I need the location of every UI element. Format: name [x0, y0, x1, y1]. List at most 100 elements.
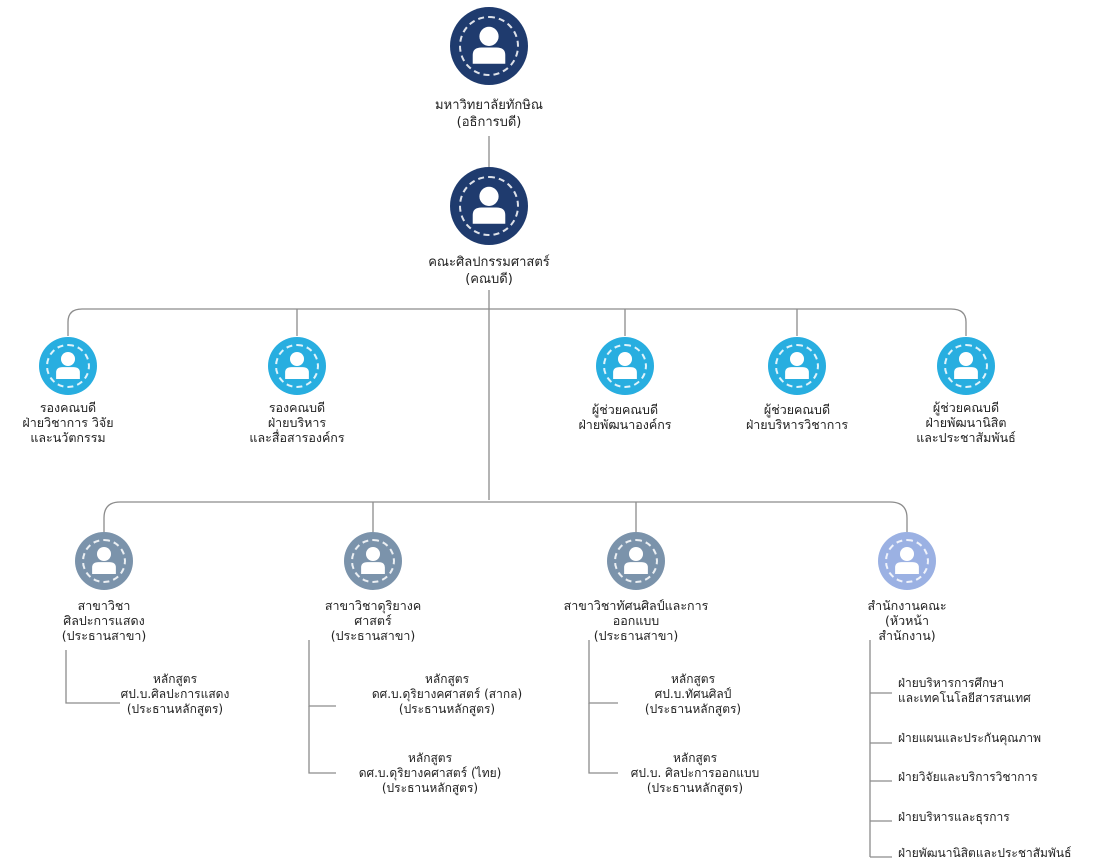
department-avatar	[346, 534, 400, 588]
connector-line	[308, 706, 336, 774]
deputy-administration-title: รองคณบดี ฝ่ายบริหาร และสื่อสารองค์กร	[249, 400, 344, 445]
person-icon	[472, 186, 506, 224]
office-title-line: (หัวหน้า	[885, 613, 929, 628]
person-icon	[92, 546, 116, 574]
deputy-title-line: รองคณบดี	[268, 400, 326, 415]
department-title-line: (ประธานสาขา)	[593, 628, 679, 643]
deputy-avatar	[270, 339, 324, 393]
deputy-title-line: ฝ่ายพัฒนานิสิต	[925, 415, 1007, 430]
program-line: ดศ.บ.ดุริยางคศาสตร์ (ไทย)	[358, 766, 502, 780]
person-icon	[56, 351, 80, 379]
office-avatar	[880, 534, 934, 588]
program-music-western: หลักสูตร ดศ.บ.ดุริยางคศาสตร์ (สากล) (ประ…	[372, 672, 522, 717]
program-line: (ประธานหลักสูตร)	[381, 781, 479, 795]
deputy-title-line: รองคณบดี	[39, 400, 97, 415]
department-title-line: สาขาวิชาดุริยางค	[324, 598, 422, 613]
unit-line: ฝ่ายพัฒนานิสิตและประชาสัมพันธ์	[898, 846, 1072, 860]
department-avatar	[609, 534, 663, 588]
unit-line: ฝ่ายแผนและประกันคุณภาพ	[898, 731, 1041, 745]
person-icon	[624, 546, 648, 574]
person-icon	[472, 26, 506, 64]
department-title-line: (ประธานสาขา)	[330, 628, 416, 643]
program-music-thai: หลักสูตร ดศ.บ.ดุริยางคศาสตร์ (ไทย) (ประธ…	[359, 751, 502, 796]
department-title-line: ออกแบบ	[612, 613, 660, 628]
avatar-ring	[46, 344, 90, 388]
person-icon	[785, 351, 809, 379]
avatar-ring	[885, 539, 929, 583]
deputy-avatar	[939, 339, 993, 393]
deputy-avatar	[41, 339, 95, 393]
dept-performing-arts-title: สาขาวิชา ศิลปะการแสดง (ประธานสาขา)	[62, 598, 147, 643]
person-icon	[954, 351, 978, 379]
deputy-avatar	[770, 339, 824, 393]
faculty-office-title: สำนักงานคณะ (หัวหน้า สำนักงาน)	[867, 598, 946, 643]
program-performing-arts: หลักสูตร ศป.บ.ศิลปะการแสดง (ประธานหลักสู…	[121, 672, 230, 717]
program-visual-arts: หลักสูตร ศป.บ.ทัศนศิลป์ (ประธานหลักสูตร)	[645, 672, 741, 717]
deputy-avatar	[598, 339, 652, 393]
dean-title-line: (คณบดี)	[465, 272, 513, 287]
avatar-ring	[275, 344, 319, 388]
deputy-title-line: และนวัตกรรม	[30, 430, 106, 445]
program-line: (ประธานหลักสูตร)	[644, 702, 742, 716]
office-unit-planning-qa: ฝ่ายแผนและประกันคุณภาพ	[898, 731, 1041, 746]
program-line: (ประธานหลักสูตร)	[398, 702, 496, 716]
program-line: หลักสูตร	[670, 672, 716, 686]
avatar-ring	[614, 539, 658, 583]
office-unit-education-it: ฝ่ายบริหารการศึกษา และเทคโนโลยีสารสนเทศ	[898, 676, 1031, 706]
department-title-line: สาขาวิชาทัศนศิลป์และการ	[563, 598, 709, 613]
deputy-title-line: และประชาสัมพันธ์	[916, 430, 1016, 445]
deputy-title-line: ฝ่ายบริหาร	[267, 415, 327, 430]
deputy-academic-research-title: รองคณบดี ฝ่ายวิชาการ วิจัย และนวัตกรรม	[22, 400, 113, 445]
department-title-line: ศาสตร์	[354, 613, 392, 628]
dean-title: คณะศิลปกรรมศาสตร์ (คณบดี)	[428, 254, 550, 288]
person-icon	[613, 351, 637, 379]
assistant-academic-admin-title: ผู้ช่วยคณบดี ฝ่ายบริหารวิชาการ	[746, 402, 848, 432]
deputy-title-line: ผู้ช่วยคณบดี	[763, 402, 831, 417]
unit-line: ฝ่ายบริหารการศึกษา	[898, 676, 1004, 690]
program-line: ศป.บ.ศิลปะการแสดง	[120, 687, 230, 701]
deputy-title-line: และสื่อสารองค์กร	[249, 430, 345, 445]
department-title-line: ศิลปะการแสดง	[63, 613, 145, 628]
office-unit-admin-general: ฝ่ายบริหารและธุรการ	[898, 810, 1010, 825]
unit-line: ฝ่ายบริหารและธุรการ	[898, 810, 1010, 824]
avatar-ring	[603, 344, 647, 388]
person-icon	[285, 351, 309, 379]
avatar-ring	[459, 176, 519, 236]
program-line: ศป.บ.ทัศนศิลป์	[654, 687, 732, 701]
program-line: หลักสูตร	[407, 751, 453, 765]
assistant-org-development-title: ผู้ช่วยคณบดี ฝ่ายพัฒนาองค์กร	[578, 402, 671, 432]
deputy-title-line: ฝ่ายวิชาการ วิจัย	[22, 415, 114, 430]
department-title-line: สาขาวิชา	[77, 598, 131, 613]
deputy-title-line: ฝ่ายพัฒนาองค์กร	[578, 417, 672, 432]
connector-line	[308, 640, 336, 707]
person-icon	[361, 546, 385, 574]
dean-avatar	[452, 169, 526, 243]
avatar-ring	[351, 539, 395, 583]
unit-line: และเทคโนโลยีสารสนเทศ	[898, 691, 1031, 705]
deputy-title-line: ผู้ช่วยคณบดี	[591, 402, 659, 417]
avatar-ring	[82, 539, 126, 583]
program-line: หลักสูตร	[672, 751, 718, 765]
avatar-ring	[775, 344, 819, 388]
dept-visual-arts-design-title: สาขาวิชาทัศนศิลป์และการ ออกแบบ (ประธานสา…	[564, 598, 709, 643]
connector-line	[67, 308, 967, 336]
program-line: หลักสูตร	[152, 672, 198, 686]
program-line: ดศ.บ.ดุริยางคศาสตร์ (สากล)	[371, 687, 523, 701]
dept-music-title: สาขาวิชาดุริยางค ศาสตร์ (ประธานสาขา)	[325, 598, 421, 643]
avatar-ring	[459, 16, 519, 76]
office-unit-research-service: ฝ่ายวิจัยและบริการวิชาการ	[898, 770, 1038, 785]
department-avatar	[77, 534, 131, 588]
department-title-line: (ประธานสาขา)	[61, 628, 147, 643]
assistant-student-pr-title: ผู้ช่วยคณบดี ฝ่ายพัฒนานิสิต และประชาสัมพ…	[916, 400, 1016, 445]
president-title: มหาวิทยาลัยทักษิณ (อธิการบดี)	[435, 97, 543, 131]
president-avatar	[452, 9, 526, 83]
deputy-title-line: ฝ่ายบริหารวิชาการ	[745, 417, 849, 432]
person-icon	[895, 546, 919, 574]
office-title-line: สำนักงานคณะ	[867, 598, 947, 613]
unit-line: ฝ่ายวิจัยและบริการวิชาการ	[898, 770, 1038, 784]
program-design: หลักสูตร ศป.บ. ศิลปะการออกแบบ (ประธานหลั…	[631, 751, 759, 796]
connector-line	[588, 640, 618, 704]
connector-line	[588, 703, 618, 774]
